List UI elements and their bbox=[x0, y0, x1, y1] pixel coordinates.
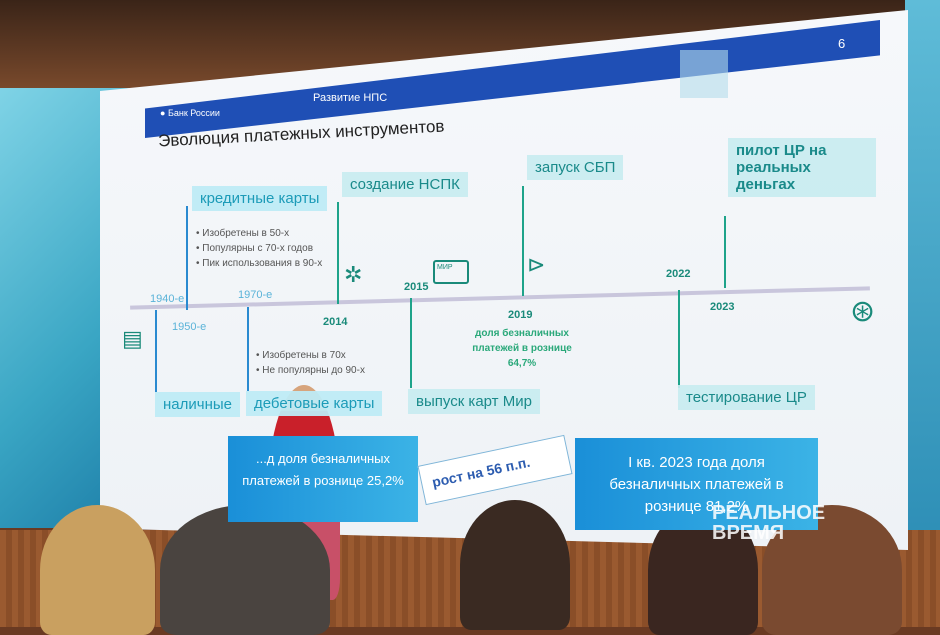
credit-bullets: • Изобретены в 50-х • Популярны с 70-х г… bbox=[196, 228, 323, 269]
brand-name: Банк России bbox=[167, 108, 220, 118]
timeline-connector bbox=[678, 290, 680, 388]
label-sbp: запуск СБП bbox=[527, 155, 624, 180]
year-2014: 2014 bbox=[323, 316, 348, 328]
label-pilot: пилот ЦР на реальных деньгах bbox=[728, 138, 876, 197]
sbp-icon: ⊳ bbox=[527, 252, 546, 277]
box-left-stat: ...д доля безналичных платежей в рознице… bbox=[228, 436, 418, 522]
mir-card-icon: МИР bbox=[433, 260, 469, 284]
debit-bullets: • Изобретены в 70х • Не популярны до 90-… bbox=[256, 350, 365, 376]
header-title: Развитие НПС bbox=[313, 92, 388, 104]
year-2015: 2015 bbox=[404, 281, 429, 293]
cube-icon bbox=[680, 50, 728, 98]
timeline-connector bbox=[155, 310, 157, 392]
timeline-connector bbox=[522, 186, 524, 296]
audience-member bbox=[160, 505, 330, 635]
label-testing: тестирование ЦР bbox=[678, 385, 815, 410]
cash-icon: ▤ bbox=[122, 326, 143, 351]
audience-member bbox=[460, 500, 570, 630]
audience-member bbox=[40, 505, 155, 635]
label-debit: дебетовые карты bbox=[246, 391, 383, 416]
timeline-connector bbox=[247, 307, 249, 391]
timeline-connector bbox=[410, 298, 412, 388]
brand-logo: ● Банк России bbox=[160, 108, 220, 118]
label-mir: выпуск карт Мир bbox=[408, 389, 540, 414]
year-2019: 2019 bbox=[508, 309, 533, 321]
year-1970: 1970-е bbox=[238, 289, 273, 301]
nspk-icon: ✲ bbox=[344, 262, 363, 287]
timeline-connector bbox=[186, 206, 188, 310]
box-right-stat: I кв. 2023 года доля безналичных платеже… bbox=[575, 438, 818, 530]
year-1950: 1950-е bbox=[172, 321, 207, 333]
page-number: 6 bbox=[838, 36, 846, 51]
led-wall-right bbox=[905, 0, 940, 560]
year-1940: 1940-е bbox=[150, 293, 185, 305]
label-cash: наличные bbox=[155, 392, 240, 417]
label-nspk: создание НСПК bbox=[342, 172, 468, 197]
year-2022: 2022 bbox=[666, 268, 691, 280]
label-credit-cards: кредитные карты bbox=[192, 186, 328, 211]
note-2019: доля безналичных платежей в рознице 64,7… bbox=[472, 328, 572, 369]
growth-text: рост на 56 п.п. bbox=[430, 453, 532, 491]
year-2023: 2023 bbox=[710, 301, 735, 313]
digital-ruble-icon: ⊛ bbox=[850, 295, 876, 328]
timeline-connector bbox=[724, 216, 726, 288]
timeline-connector bbox=[337, 202, 339, 304]
